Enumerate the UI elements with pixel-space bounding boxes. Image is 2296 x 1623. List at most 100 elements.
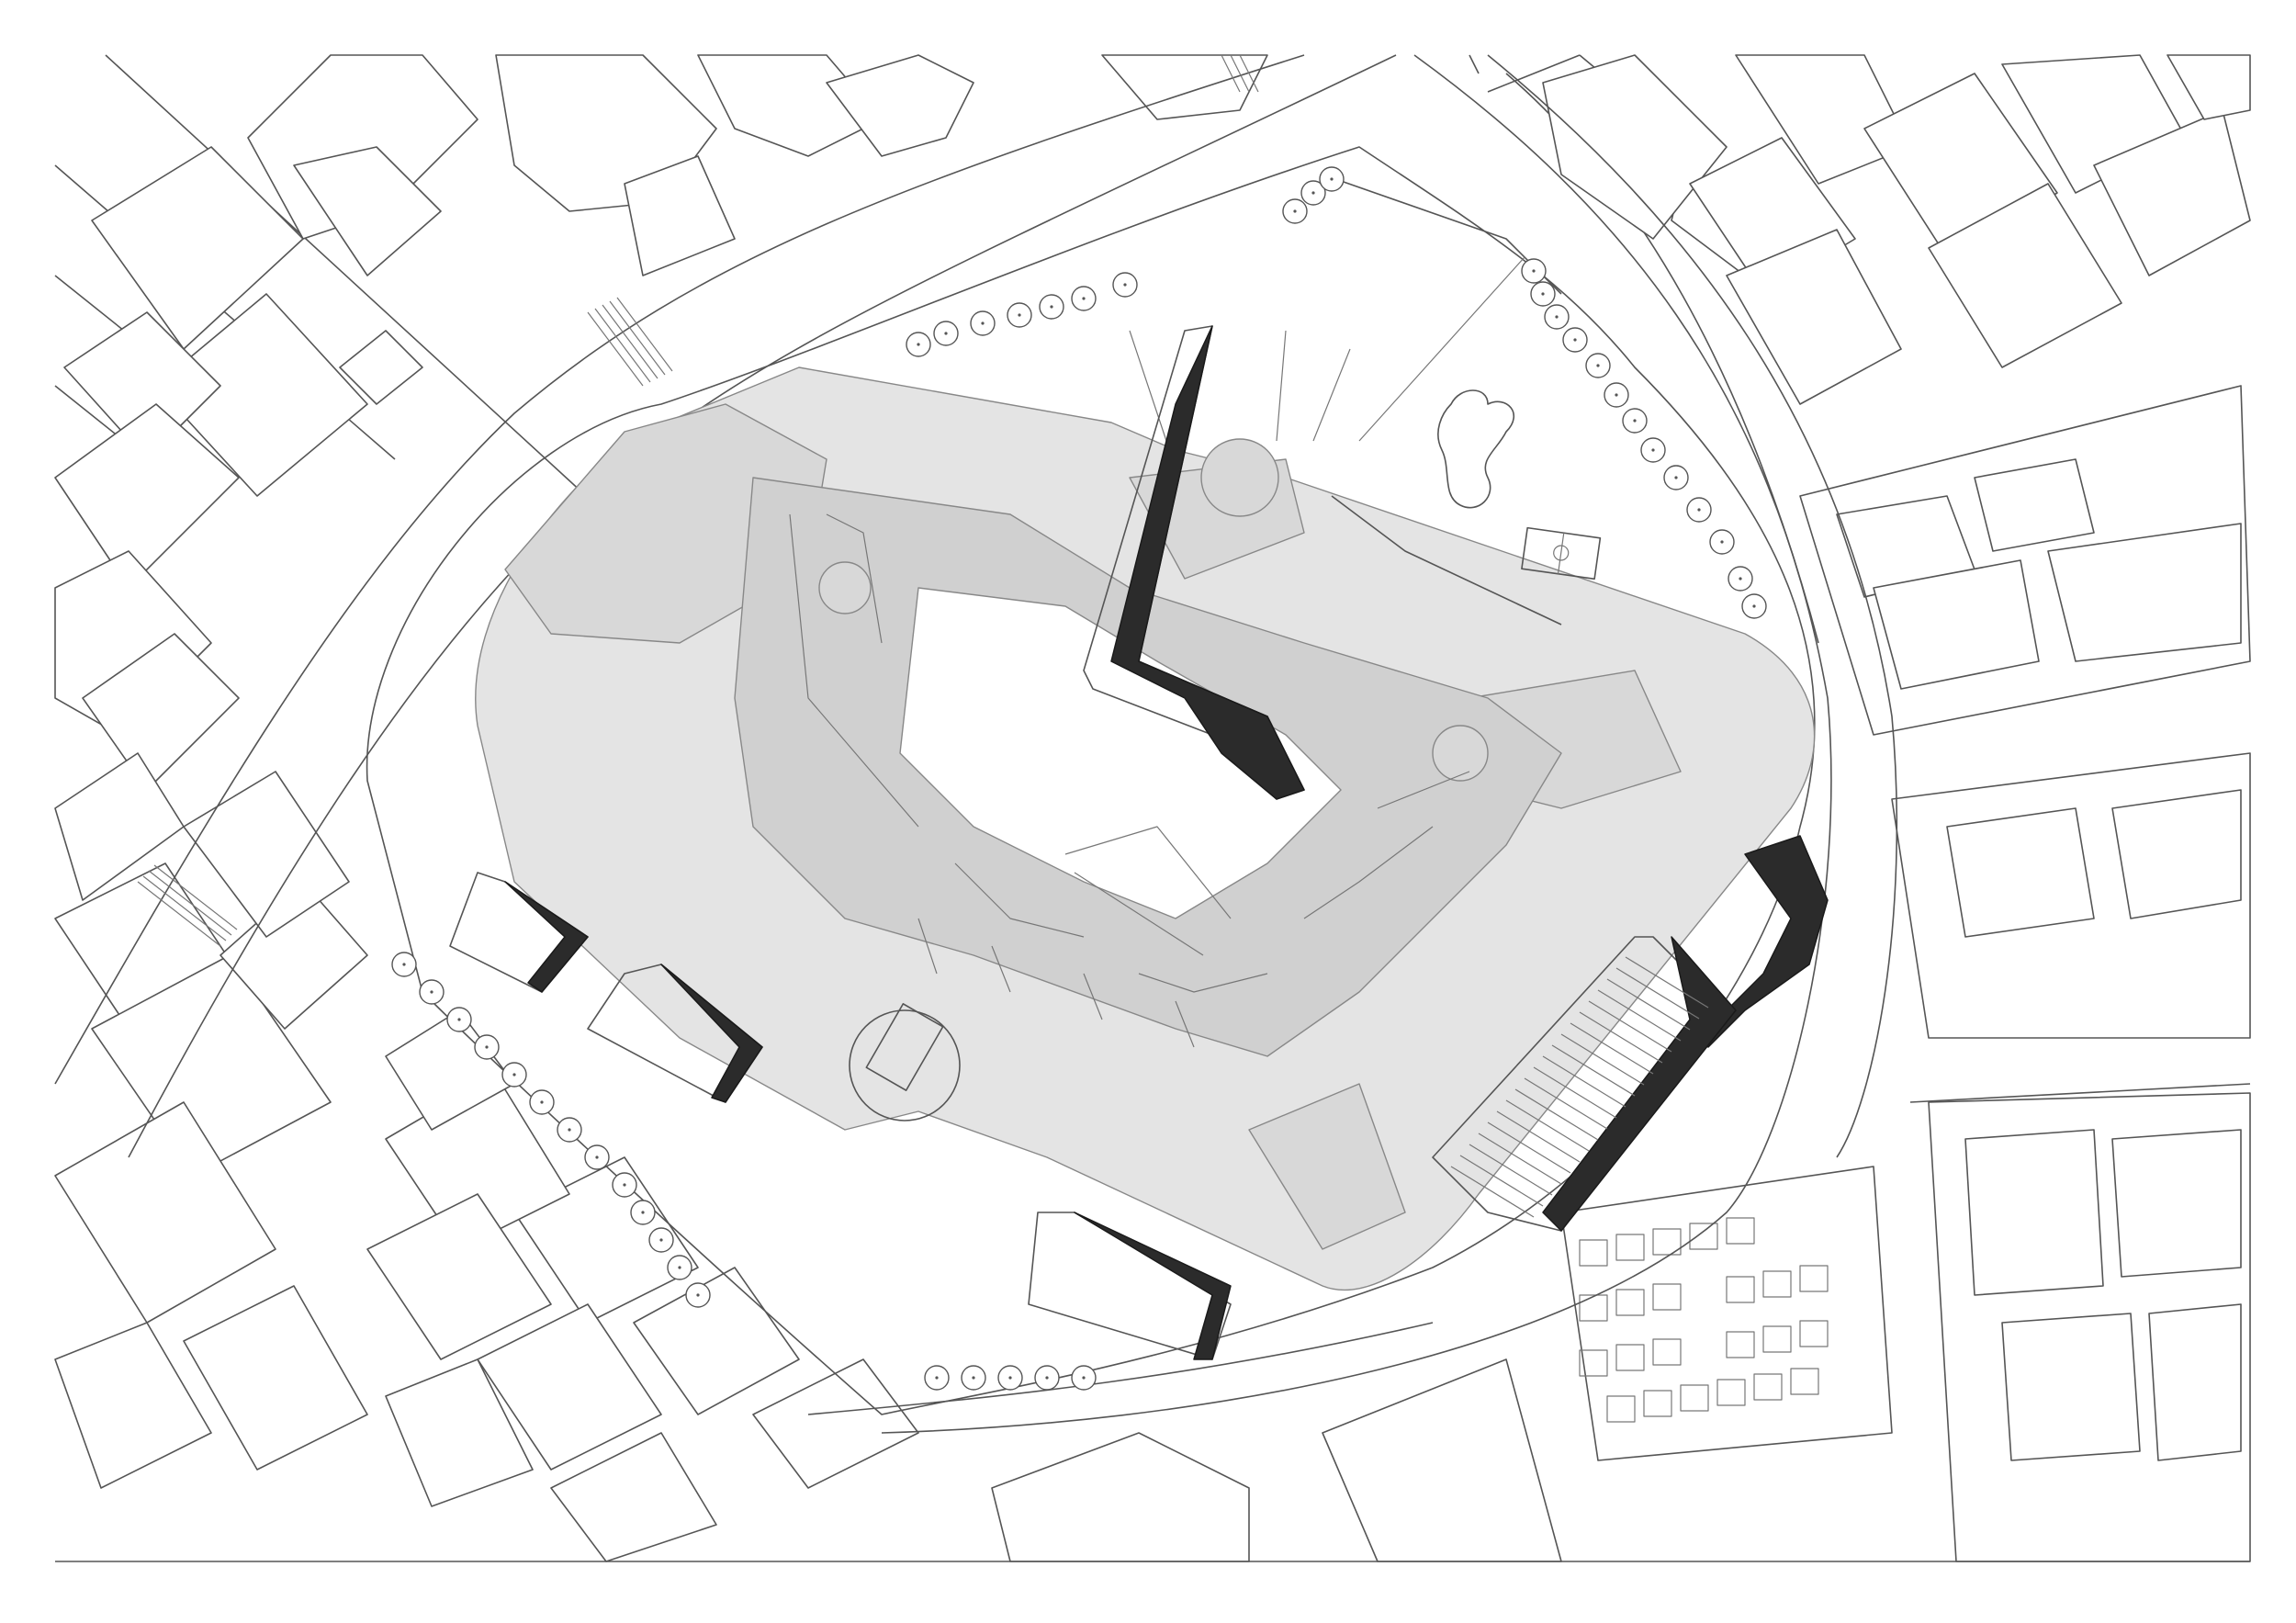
building [1974, 458, 2095, 552]
building [183, 1285, 368, 1471]
tree-center [1532, 269, 1536, 273]
tree-center [1082, 1376, 1086, 1380]
tree-center [1720, 540, 1724, 544]
building [293, 146, 442, 276]
block-west-1-dark [504, 881, 589, 993]
tree-center [1697, 508, 1701, 512]
tree-center [1573, 338, 1577, 342]
tree-center [981, 321, 985, 325]
tree-center [623, 1183, 626, 1187]
stripe [1560, 1033, 1645, 1086]
tree-center [1123, 283, 1127, 287]
building [477, 1303, 662, 1471]
building [366, 1193, 552, 1360]
parking-stalls [1579, 1217, 1829, 1423]
gate-house [865, 1003, 944, 1091]
building [1964, 1129, 2104, 1296]
tree-center [540, 1100, 544, 1104]
tower [1200, 438, 1279, 517]
block-south-dark [1074, 1212, 1232, 1360]
stairs [137, 54, 1259, 947]
stripe [1597, 989, 1682, 1042]
stripe [1469, 1144, 1553, 1196]
stripe [1625, 956, 1709, 1009]
bastion-s [1248, 1083, 1406, 1250]
tree-center [1045, 1376, 1049, 1380]
tree-center [1330, 177, 1334, 181]
tree-center [1739, 577, 1742, 580]
tower [1432, 725, 1489, 782]
building [550, 1432, 717, 1562]
building [2167, 54, 2251, 120]
basketball-court [1521, 526, 1602, 580]
tree-center [1615, 393, 1618, 397]
building [82, 633, 240, 791]
tree-center [1311, 191, 1315, 195]
winding-path [1437, 389, 1514, 509]
building [183, 771, 350, 938]
tree-center [1596, 364, 1600, 367]
stripe [1450, 1166, 1535, 1218]
street-trees [391, 166, 1767, 1391]
building [2111, 1129, 2242, 1278]
tree-center [1293, 209, 1297, 213]
stripe [1579, 1011, 1663, 1064]
building [624, 155, 736, 276]
tree-center [917, 343, 920, 346]
stripe [1533, 1066, 1617, 1119]
building [54, 1322, 212, 1489]
tree-center [1018, 313, 1021, 317]
building [2093, 109, 2251, 276]
building [2047, 523, 2242, 662]
building [155, 293, 368, 497]
tree-center [935, 1376, 939, 1380]
city-blocks [54, 54, 2251, 1562]
gate-circle [849, 1009, 961, 1121]
stripe [1551, 1044, 1636, 1097]
stripe [1505, 1099, 1590, 1152]
tree-center [1633, 419, 1637, 423]
building [826, 54, 974, 157]
fortress [366, 146, 1816, 1415]
tree-center [641, 1211, 645, 1214]
stripe [1514, 1088, 1599, 1141]
building [54, 1101, 276, 1324]
stripe [1459, 1155, 1544, 1207]
stripe [1588, 1000, 1672, 1053]
building [1542, 54, 1728, 240]
tree-center [678, 1266, 681, 1269]
tree-center [1752, 604, 1756, 608]
new-buildings [449, 325, 1829, 1360]
fortress-details [789, 513, 1470, 1048]
building [2111, 789, 2242, 919]
stripe [1487, 1121, 1571, 1174]
building [1101, 54, 1268, 120]
tree-center [1050, 305, 1053, 309]
tree-center [485, 1045, 489, 1049]
tree-center [1082, 297, 1086, 300]
building [339, 330, 423, 405]
stripe [1496, 1110, 1581, 1163]
building [991, 1432, 1250, 1562]
stripe [1570, 1022, 1654, 1075]
tree-center [430, 990, 433, 994]
building [54, 403, 240, 589]
building [2148, 1303, 2242, 1461]
stripe [1606, 978, 1691, 1031]
tree-center [402, 963, 406, 966]
building [385, 1358, 534, 1507]
building [752, 1358, 919, 1489]
tree-center [568, 1128, 571, 1132]
tree-center [972, 1376, 975, 1380]
block-east-curved [1698, 835, 1829, 1048]
tree-center [944, 332, 948, 335]
block-west-2-dark [660, 964, 763, 1103]
stripe [1478, 1133, 1562, 1185]
tower [818, 561, 872, 614]
tree-center [696, 1293, 700, 1297]
building [1873, 559, 2040, 690]
block-east-striped [1432, 936, 1737, 1232]
stripe [1542, 1055, 1626, 1108]
tree-center [1555, 315, 1559, 319]
